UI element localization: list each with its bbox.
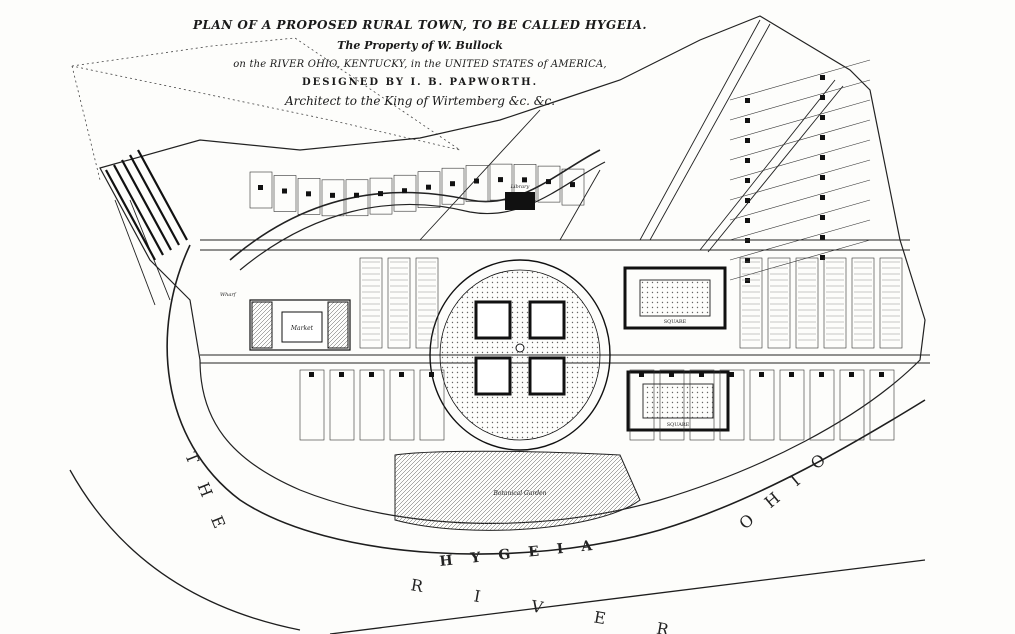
square-label-bottom: SQUARE (667, 422, 690, 428)
svg-text:THE: THE (181, 449, 237, 551)
library-label: Library (510, 184, 530, 190)
plan-title: PLAN OF A PROPOSED RURAL TOWN, TO BE CAL… (192, 18, 648, 32)
library-building (505, 192, 535, 210)
right-squares (623, 266, 730, 432)
market-label: Market (290, 325, 314, 332)
location-line: on the RIVER OHIO, KENTUCKY, in the UNIT… (233, 58, 607, 70)
northern-road (229, 149, 601, 261)
market-block (249, 299, 351, 351)
architect-line: Architect to the King of Wirtemberg &c. … (284, 93, 556, 108)
title-block: PLAN OF A PROPOSED RURAL TOWN, TO BE CAL… (180, 18, 660, 109)
central-circus (429, 259, 611, 451)
property-line: The Property of W. Bullock (337, 39, 503, 52)
botanic-garden-label: Botanical Garden (492, 490, 546, 497)
river-bank-lower (69, 469, 926, 634)
northern-road-inner (239, 161, 606, 271)
town-name-label: HYGEIA (439, 536, 611, 570)
svg-text:OHIO: OHIO (735, 437, 844, 533)
river-bottom-label: RIVER (409, 575, 721, 634)
railway (105, 149, 188, 261)
square-label-top: SQUARE (664, 319, 687, 325)
svg-text:HYGEIA: HYGEIA (439, 536, 611, 570)
botanic-garden-area (394, 450, 641, 531)
fan-lots (729, 59, 871, 283)
river-right-label: OHIO (735, 437, 844, 533)
designer-line: DESIGNED BY I. B. PAPWORTH. (301, 77, 539, 89)
avenues (114, 19, 844, 306)
river-left-label: THE (181, 449, 237, 551)
river-bank-upper (166, 244, 926, 555)
wharf-label: Wharf (220, 292, 237, 298)
estate-boundary-left (71, 65, 101, 181)
estate-boundary (71, 37, 461, 151)
svg-text:RIVER: RIVER (409, 575, 721, 634)
grid-lots (299, 257, 903, 441)
